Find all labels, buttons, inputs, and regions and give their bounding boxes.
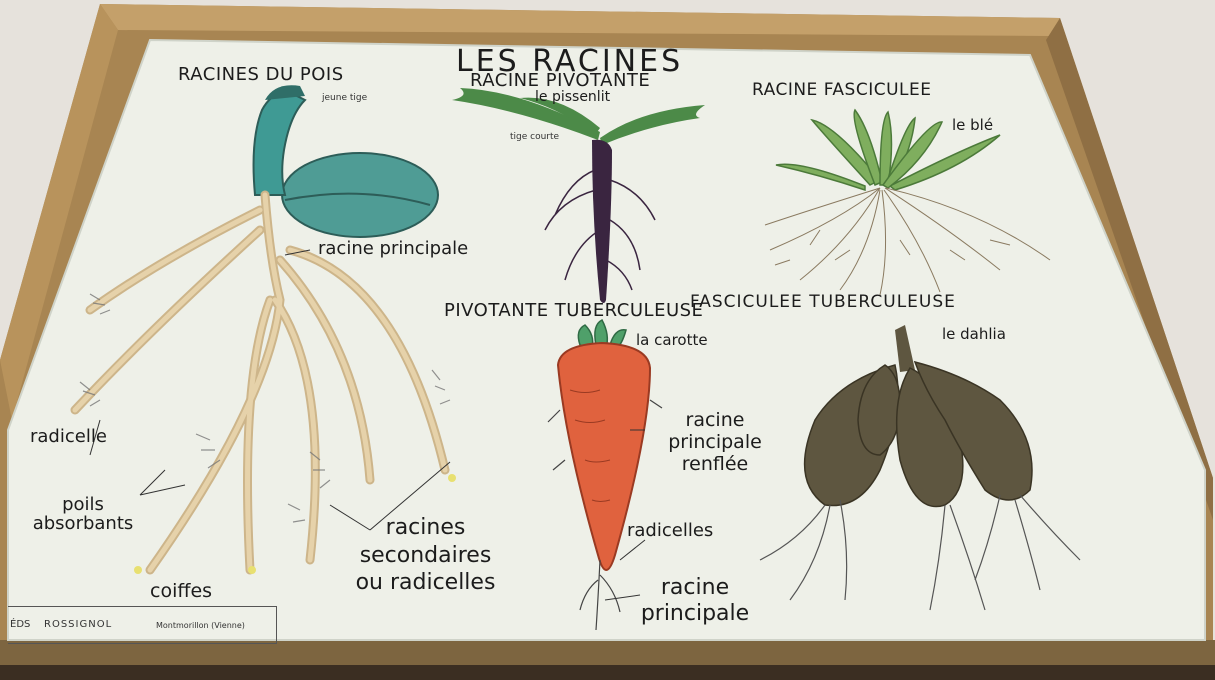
label-racine-principale-carrot: racine principale — [615, 575, 775, 628]
label-le-ble: le blé — [952, 118, 993, 134]
label-la-carotte: la carotte — [636, 333, 708, 349]
publisher-name: ROSSIGNOL — [44, 619, 112, 630]
label-racines: racines — [318, 514, 533, 542]
pea-seed — [282, 153, 438, 237]
publisher-city: Montmorillon (Vienne) — [156, 621, 245, 630]
label-le-dahlia: le dahlia — [942, 327, 1006, 343]
label-racine-principale-renflee: racine principale renflée — [640, 410, 790, 476]
heading-fasciculee-tuberculeuse: FASCICULEE TUBERCULEUSE — [690, 294, 956, 312]
label-principale-1: principale — [640, 432, 790, 454]
publisher-prefix: ÉDS — [10, 619, 30, 630]
label-absorbants: absorbants — [18, 515, 148, 534]
label-poils-absorbants: poils absorbants — [18, 496, 148, 534]
label-coiffes: coiffes — [150, 582, 212, 602]
label-radicelle: radicelle — [30, 428, 107, 447]
label-secondaires: secondaires — [318, 542, 533, 570]
label-racines-secondaires: racines secondaires ou radicelles — [318, 514, 533, 597]
publisher-box: ÉDS ROSSIGNOL Montmorillon (Vienne) — [8, 606, 277, 644]
label-racine-2: racine — [615, 575, 775, 601]
label-principale-2: principale — [615, 601, 775, 627]
label-ou-radicelles: ou radicelles — [318, 569, 533, 597]
label-racine-1: racine — [640, 410, 790, 432]
label-le-pissenlit: le pissenlit — [535, 90, 610, 105]
label-radicelles-carrot: radicelles — [627, 522, 713, 541]
heading-racine-fasciculee: RACINE FASCICULEE — [752, 82, 932, 100]
heading-pivotante-tuberculeuse: PIVOTANTE TUBERCULEUSE — [444, 302, 703, 321]
heading-pea-roots: RACINES DU POIS — [178, 66, 344, 85]
label-racine-principale-pea: racine principale — [318, 240, 468, 259]
label-tige-courte: tige courte — [510, 133, 559, 142]
label-renflee: renflée — [640, 454, 790, 476]
label-jeune-tige: jeune tige — [322, 94, 367, 103]
